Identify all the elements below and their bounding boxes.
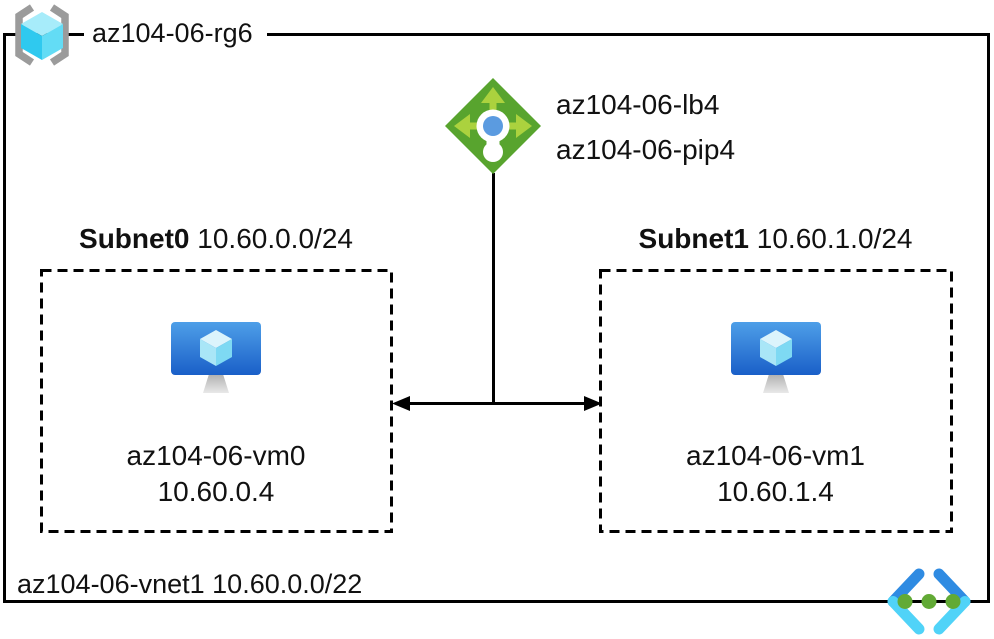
bracket-right	[49, 4, 69, 66]
vm0-ip: 10.60.0.4	[157, 476, 275, 507]
subnet1-border	[599, 269, 953, 533]
load-balancer-labels: az104-06-lb4 az104-06-pip4	[556, 82, 735, 172]
lb-center-dot	[483, 116, 503, 136]
subnet1-name: Subnet1	[638, 223, 749, 254]
vm1-ip: 10.60.1.4	[717, 476, 834, 507]
load-balancer-name: az104-06-lb4	[556, 89, 720, 120]
vnet-cidr: 10.60.0.0/22	[212, 569, 363, 599]
vm1-label: az104-06-vm1 10.60.1.4	[599, 438, 952, 510]
subnet1-label: Subnet1 10.60.1.0/24	[599, 223, 952, 255]
subnet0-name: Subnet0	[79, 223, 190, 254]
vnet-dots	[897, 594, 961, 609]
cube-glyph	[21, 12, 63, 60]
vnet-chevrons	[887, 568, 971, 635]
resource-group-icon	[15, 4, 69, 66]
subnet1-cidr: 10.60.1.0/24	[756, 223, 913, 254]
vm-stand	[763, 374, 789, 393]
subnet0-border	[40, 269, 393, 533]
subnet-connection-arrow	[392, 396, 602, 411]
vm0-label: az104-06-vm0 10.60.0.4	[40, 438, 392, 510]
resource-group-border	[3, 33, 990, 603]
vm0-name: az104-06-vm0	[126, 440, 306, 471]
subnet0-cidr: 10.60.0.0/24	[197, 223, 353, 254]
public-ip-name: az104-06-pip4	[556, 134, 736, 165]
vm-cube-glyph	[200, 330, 232, 366]
vm-stand	[203, 374, 229, 393]
bracket-left	[15, 4, 35, 66]
load-balancer-icon	[445, 78, 541, 174]
virtual-machine-icon	[731, 322, 821, 393]
vnet-label: az104-06-vnet1 10.60.0.0/22	[17, 569, 362, 600]
subnet0-label: Subnet0 10.60.0.0/24	[40, 223, 392, 255]
arrowhead-left	[392, 396, 410, 411]
virtual-machine-icon	[171, 322, 261, 393]
virtual-network-icon	[887, 568, 971, 635]
vm1-name: az104-06-vm1	[686, 440, 865, 471]
resource-group-label: az104-06-rg6	[84, 16, 267, 50]
vm-cube-glyph	[760, 330, 792, 366]
arrowhead-right	[584, 396, 602, 411]
vnet-name: az104-06-vnet1	[17, 569, 205, 599]
